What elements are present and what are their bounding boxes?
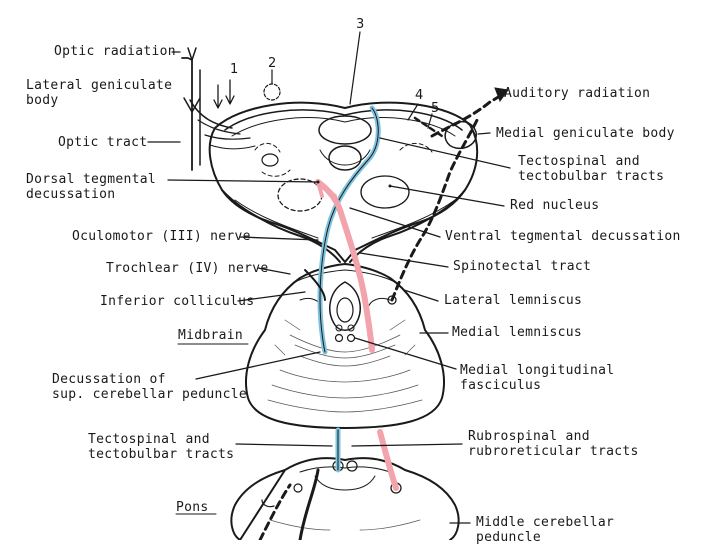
rubrospinal-tract-pink <box>315 179 375 353</box>
label-medial-geniculate-body: Medial geniculate body <box>496 126 675 141</box>
red-nucleus-left <box>277 178 323 212</box>
label-dorsal-tegmental-line2: decussation <box>26 187 116 202</box>
crus-cerebri-right <box>349 189 466 263</box>
label-decussation-line2: sup. cerebellar peduncle <box>52 387 248 402</box>
label-spinotectal-tract: Spinotectal tract <box>453 259 592 274</box>
label-tectospinal-right-line2: tectobulbar tracts <box>518 169 665 184</box>
label-rubrospinal-line1: Rubrospinal and <box>468 429 590 444</box>
label-optic-radiation: Optic radiation <box>54 44 176 59</box>
label-trochlear-nerve: Trochlear (IV) nerve <box>106 261 269 276</box>
label-number-1: 1 <box>230 62 239 77</box>
label-lateral-geniculate-line1: Lateral geniculate <box>26 78 173 93</box>
label-number-5: 5 <box>431 101 440 116</box>
label-rubrospinal-line2: rubroreticular tracts <box>468 444 639 459</box>
label-inferior-colliculus: Inferior colliculus <box>100 294 255 309</box>
label-dorsal-tegmental-line1: Dorsal tegmental <box>26 172 157 187</box>
label-middle-cerebellar-line1: Middle cerebellar <box>476 515 615 530</box>
label-optic-tract: Optic tract <box>58 135 148 150</box>
auditory-pathway-dashed <box>258 483 292 542</box>
label-tectospinal-left-line1: Tectospinal and <box>88 432 210 447</box>
label-number-2: 2 <box>268 56 277 71</box>
pons-outline <box>230 457 460 541</box>
label-lateral-lemniscus: Lateral lemniscus <box>444 293 583 308</box>
red-nucleus-right <box>360 175 410 209</box>
label-red-nucleus: Red nucleus <box>510 198 600 213</box>
label-tectospinal-right-line1: Tectospinal and <box>518 154 640 169</box>
medial-geniculate-body <box>444 120 477 150</box>
label-ventral-tegmental-decussation: Ventral tegmental decussation <box>445 229 681 244</box>
label-tectospinal-left-line2: tectobulbar tracts <box>88 447 235 462</box>
label-auditory-radiation: Auditory radiation <box>504 86 651 101</box>
label-midbrain: Midbrain <box>178 328 244 343</box>
label-medial-lemniscus: Medial lemniscus <box>452 325 583 340</box>
label-pons: Pons <box>176 500 209 515</box>
label-number-4: 4 <box>415 88 424 103</box>
label-oculomotor-nerve: Oculomotor (III) nerve <box>72 229 251 244</box>
crus-cerebri-left <box>221 189 341 263</box>
label-mlf-line2: fasciculus <box>460 378 542 393</box>
label-number-3: 3 <box>356 17 365 32</box>
label-middle-cerebellar-line2: peduncle <box>476 530 542 545</box>
label-lateral-geniculate-line2: body <box>26 93 59 108</box>
label-decussation-line1: Decussation of <box>52 372 166 387</box>
label-mlf-line1: Medial longitudinal <box>460 363 615 378</box>
